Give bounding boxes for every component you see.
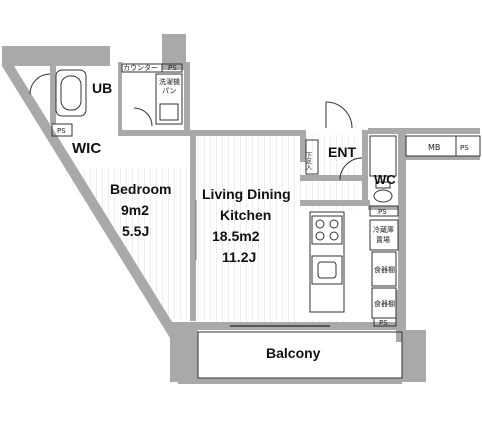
mb-label: MB bbox=[428, 143, 440, 152]
shelf-1-label: 食器棚 bbox=[374, 265, 395, 274]
wic-label: WIC bbox=[72, 140, 101, 157]
ub-label: UB bbox=[92, 80, 112, 96]
ps-bottom-label: PS bbox=[379, 319, 388, 327]
counter-label: カウンター bbox=[123, 63, 158, 72]
fixtures bbox=[29, 63, 481, 379]
bedroom-tatami: 5.5J bbox=[122, 223, 149, 239]
ldk-tatami: 11.2J bbox=[222, 249, 256, 265]
ldk-name-line1: Living Dining bbox=[202, 186, 291, 202]
bedroom-name: Bedroom bbox=[110, 181, 171, 197]
washer-label-line1: 洗濯機 bbox=[159, 77, 180, 86]
ps-top-label: PS bbox=[168, 64, 177, 72]
washer-pan bbox=[155, 73, 183, 125]
shelf-2-label: 食器棚 bbox=[374, 299, 395, 308]
ent-label: ENT bbox=[328, 144, 356, 160]
fridge-label-line2: 置場 bbox=[376, 235, 390, 244]
ldk-name-line2: Kitchen bbox=[220, 207, 271, 223]
sink bbox=[311, 255, 343, 285]
ps-wc-label: PS bbox=[378, 208, 387, 216]
bedroom-area: 9m2 bbox=[121, 202, 149, 218]
walls bbox=[2, 34, 480, 384]
stove bbox=[311, 215, 343, 245]
toilet bbox=[369, 135, 397, 177]
ldk-area: 18.5m2 bbox=[212, 228, 260, 244]
mb-box bbox=[405, 135, 481, 157]
ps-wic-label: PS bbox=[57, 127, 66, 135]
shoe-box-label: 下足入 bbox=[305, 152, 312, 170]
balcony-floor bbox=[197, 331, 403, 379]
fridge-label-line1: 冷蔵庫 bbox=[373, 225, 394, 234]
washer-label-line2: パン bbox=[162, 87, 176, 95]
ps-mb-label: PS bbox=[460, 144, 469, 152]
balcony-label: Balcony bbox=[266, 345, 321, 361]
kitchen-floor bbox=[300, 210, 356, 320]
bathtub bbox=[55, 69, 87, 117]
wc-label: WC bbox=[374, 172, 396, 187]
